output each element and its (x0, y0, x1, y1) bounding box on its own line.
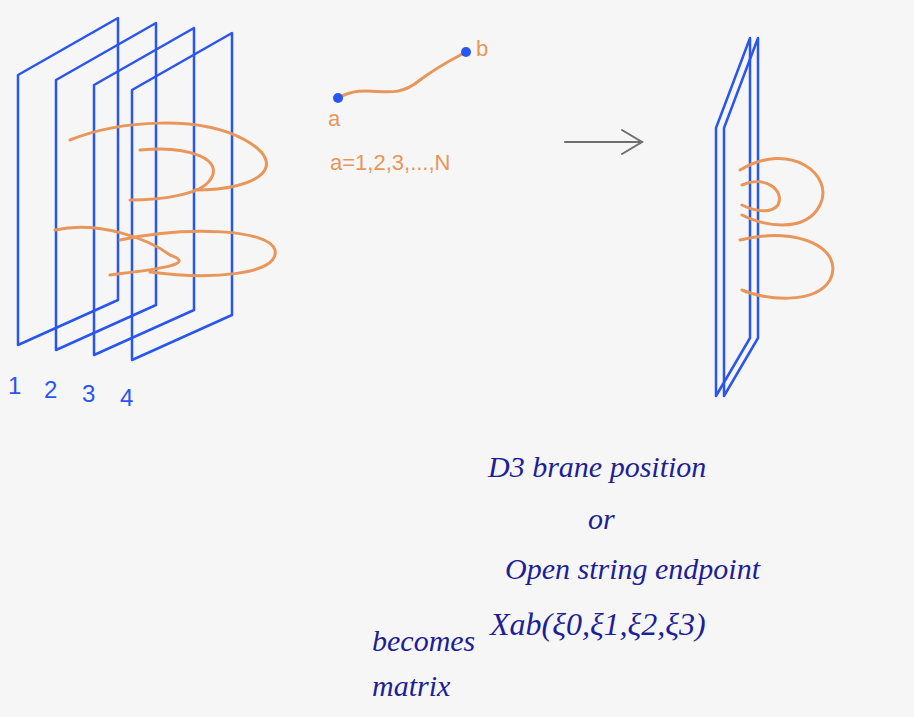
brane-number: 3 (82, 380, 95, 408)
note-text: becomes matrix (372, 618, 475, 708)
d3-brane (56, 23, 156, 350)
open-string (120, 231, 275, 275)
open-string (740, 159, 823, 225)
index-range: a=1,2,3,...,N (330, 150, 450, 175)
d3-brane (132, 33, 232, 360)
string-endpoint (461, 47, 471, 57)
note-text: D3 brane position (488, 450, 706, 485)
string-endpoint (333, 93, 343, 103)
transition-arrow (622, 130, 642, 154)
open-string (338, 52, 466, 98)
merged-brane (724, 38, 758, 396)
brane-number: 4 (120, 384, 133, 412)
transition-arrow (565, 141, 642, 143)
open-string (742, 182, 779, 211)
matrix-formula: Xab(ξ0,ξ1,ξ2,ξ3) (490, 606, 706, 643)
open-string (130, 149, 214, 200)
brane-number: 1 (8, 372, 21, 400)
d3-brane (94, 28, 194, 355)
open-string (70, 123, 266, 190)
open-string (740, 236, 833, 299)
note-text: Open string endpoint (505, 552, 760, 587)
d3-brane (18, 18, 118, 345)
note-text: or (588, 502, 615, 537)
endpoint-label: a (328, 106, 340, 131)
brane-number: 2 (44, 376, 57, 404)
endpoint-label: b (476, 36, 488, 61)
